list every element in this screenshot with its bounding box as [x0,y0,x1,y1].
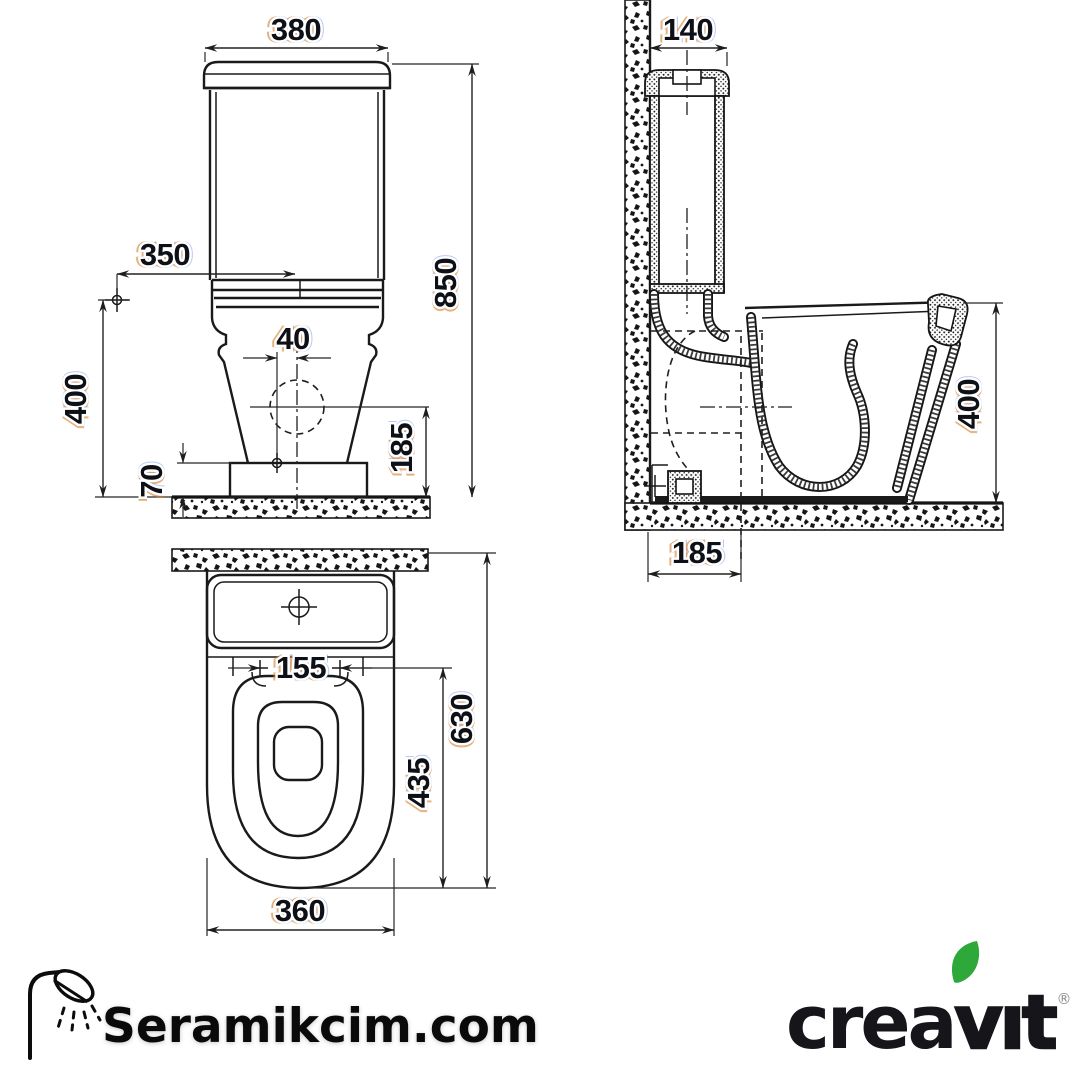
outlet-connection [644,464,702,504]
plan-cistern-outline [205,573,396,650]
ext-140 [649,52,728,66]
plan-wall-hatch [171,548,429,572]
dim-overall-height: 850 [428,258,463,308]
base-plinth [228,461,369,499]
dim-cistern-width: 380 [271,12,321,47]
cistern-body-inner-lines [215,92,379,278]
dim-bowl-width: 360 [275,893,325,928]
tank-wall-right [714,95,725,293]
plan-cistern-inner [213,581,388,643]
registered-mark: ® [1056,990,1072,1008]
cistern-lid [202,60,392,90]
dim-base-height: 70 [134,464,169,497]
plan-body-outline [205,571,396,890]
ext-850 [95,63,479,498]
bowl-inner-wall-section [751,317,865,487]
dim-outlet-offset: 40 [276,321,309,356]
brand-text-bold: vıt [952,941,1059,1067]
store-logo: Seramikcim.com [16,962,539,1062]
leaf-icon [952,941,980,983]
rim-top-line [744,300,953,310]
plan-view: 155 630 435 360 [171,548,496,936]
dim-water-inlet-height: 400 [58,374,93,424]
dim-overall-depth: 630 [444,694,479,744]
fixing-cross-marker [267,453,287,473]
dim-water-inlet-offset: 350 [140,237,190,272]
dim-cistern-depth: 140 [663,12,713,47]
tank-wall-left [649,95,660,293]
plan-seat-outline [231,674,365,860]
seat-band [212,278,383,309]
pedestal-right [345,280,385,464]
side-floor-hatch [624,502,1004,531]
dim-outlet-from-wall: 185 [672,535,722,570]
store-logo-text: Seramikcim.com [102,999,539,1054]
pedestal-left [210,280,250,464]
dim-seat-length: 435 [401,758,436,808]
ext-380 [204,52,389,62]
seat-lug-hole [935,305,957,333]
dim-outlet-height: 185 [384,423,419,473]
plan-bowl-opening [256,700,340,838]
ext-360 [206,858,395,936]
hidden-trap-lines [651,330,792,562]
dim-bowl-height: 400 [951,379,986,429]
bowl-back-section [897,344,956,500]
plan-water-spot [272,725,324,782]
rim-inner-line [761,310,942,319]
plan-hinge-sides [232,657,364,676]
plan-center-marker [281,589,317,625]
side-view: 140 400 185 [624,0,1004,582]
front-view: 380 850 350 400 40 185 70 [56,10,479,519]
dim-seat-hole-spacing: 155 [276,650,326,685]
shower-icon [28,969,102,1060]
front-floor-hatch [171,496,431,519]
flush-channel-section [654,294,751,363]
brand-text-regular: crea [786,980,957,1066]
cistern-body-sides [208,90,386,280]
